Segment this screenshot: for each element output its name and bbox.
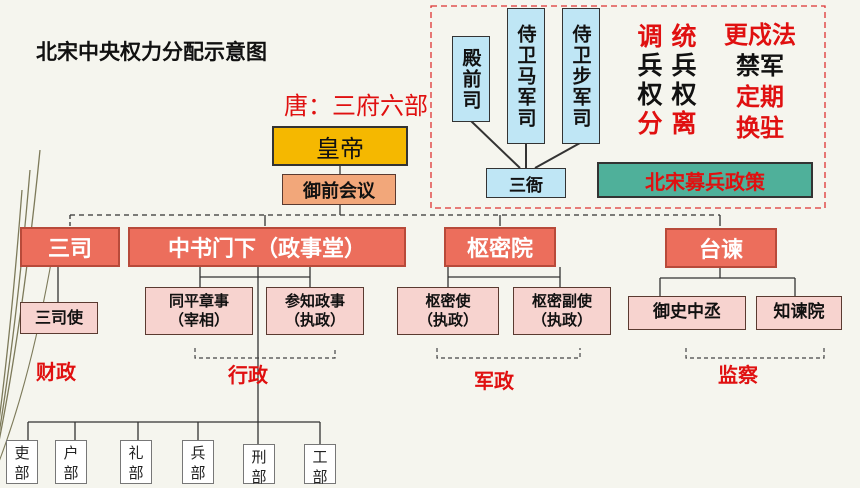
official-shumi-shi-line2: （执政）: [417, 311, 478, 329]
policy-char: 调: [637, 22, 663, 51]
official-sansi-shi: 三司使: [20, 302, 98, 334]
ministry-li-rites: 礼 部: [120, 440, 152, 484]
ministry-li-personnel: 吏 部: [6, 440, 38, 484]
label-finance: 财政: [36, 360, 76, 384]
ministry-xing-justice: 刑 部: [243, 444, 275, 487]
official-shumi-fu-line2: （执政）: [531, 311, 592, 329]
ministry-char: 工: [312, 448, 328, 466]
ministry-char: 吏: [14, 444, 30, 462]
imperial-meeting-box: 御前会议: [282, 174, 396, 205]
shiwei-ma-box: 侍卫马军司: [507, 8, 545, 144]
imperial-army: 禁军: [736, 52, 784, 80]
branch-sansi: 三司: [20, 227, 120, 267]
official-shumi-shi: 枢密使 （执政）: [397, 287, 499, 335]
rotate-station: 换驻: [736, 114, 784, 142]
policy-char: 分: [637, 109, 663, 138]
dianqian-si-box: 殿前司: [452, 36, 490, 122]
decorative-curves: [0, 150, 56, 461]
ministry-char: 兵: [190, 444, 206, 462]
ministry-gong-works: 工 部: [304, 444, 336, 487]
ministry-char: 刑: [251, 448, 267, 466]
branch-shumiyuan: 枢密院: [444, 227, 556, 267]
ministry-char: 户: [63, 444, 79, 462]
ministry-char: 部: [14, 464, 30, 483]
emperor-box: 皇帝: [272, 126, 408, 166]
policy-char: 权: [637, 80, 663, 109]
official-canzhi-line2: （执政）: [284, 311, 345, 329]
official-shumi-fu-line1: 枢密副使: [531, 292, 592, 311]
policy-char: 离: [671, 109, 697, 138]
label-admin: 行政: [228, 363, 268, 387]
branch-taijian: 台谏: [665, 228, 777, 268]
ministry-char: 部: [251, 468, 267, 487]
policy-col-2: 统 兵 权 离: [668, 22, 700, 138]
official-shumi-shi-line1: 枢密使: [425, 292, 471, 311]
official-yushi: 御史中丞: [628, 296, 746, 330]
official-tongping-line1: 同平章事: [168, 292, 229, 311]
official-canzhi: 参知政事 （执政）: [266, 287, 364, 335]
recruitment-policy-box: 北宋募兵政策: [597, 162, 813, 198]
official-shumi-fu: 枢密副使 （执政）: [513, 287, 611, 335]
ministry-bing-war: 兵 部: [182, 440, 214, 484]
policy-col-1: 调 兵 权 分: [634, 22, 666, 138]
policy-char: 权: [671, 80, 697, 109]
ministry-char: 部: [312, 468, 328, 487]
ministry-char: 部: [63, 464, 79, 483]
ministry-char: 礼: [128, 444, 144, 462]
gengshu-law: 更戍法: [724, 21, 796, 49]
page-title: 北宋中央权力分配示意图: [36, 40, 267, 64]
ministry-char: 部: [190, 464, 206, 483]
policy-col-3: 更戍法 禁军 定期 换驻: [708, 20, 812, 144]
periodic: 定期: [736, 83, 784, 111]
label-supervision: 监察: [718, 363, 758, 387]
official-tongping: 同平章事 （宰相）: [145, 287, 253, 335]
ministry-char: 部: [128, 464, 144, 483]
official-zhijian: 知谏院: [756, 296, 842, 330]
branch-zhongshu: 中书门下（政事堂）: [128, 227, 406, 267]
official-tongping-line2: （宰相）: [168, 311, 229, 329]
label-military: 军政: [474, 369, 514, 393]
policy-char: 兵: [671, 51, 697, 80]
shiwei-bu-box: 侍卫步军司: [562, 8, 600, 144]
official-canzhi-line1: 参知政事: [284, 292, 345, 311]
policy-char: 统: [671, 22, 697, 51]
sanya-box: 三衙: [486, 168, 566, 198]
tang-note: 唐：三府六部: [284, 92, 428, 120]
ministry-hu-revenue: 户 部: [55, 440, 87, 484]
policy-char: 兵: [637, 51, 663, 80]
